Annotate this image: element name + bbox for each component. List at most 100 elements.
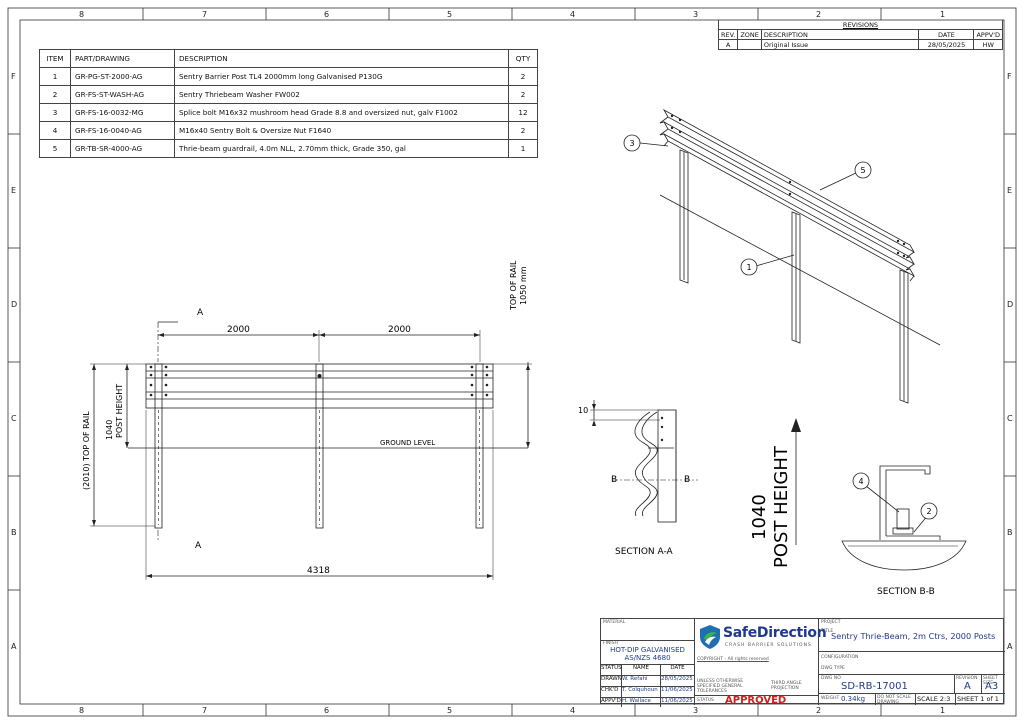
balloon-5: 5 xyxy=(854,161,872,179)
zone-row-f-left: F xyxy=(11,72,16,81)
dwg-no-label: DWG NO xyxy=(821,676,841,681)
rev-header-zone: ZONE xyxy=(737,29,762,40)
approved-stamp: APPROVED xyxy=(725,695,787,706)
balloon-4: 4 xyxy=(852,472,870,490)
section-mark-a-bottom: A xyxy=(195,541,202,551)
dim-post-height-label: POST HEIGHT xyxy=(115,384,124,438)
zone-col-6-top: 6 xyxy=(324,10,330,19)
zone-col-5-top: 5 xyxy=(447,10,453,19)
zone-col-1-top: 1 xyxy=(940,10,946,19)
bom-description: Sentry Thriebeam Washer FW002 xyxy=(174,85,509,104)
title-label: TITLE xyxy=(821,629,834,634)
name-label: NAME xyxy=(622,665,661,675)
zone-col-8-bottom: 8 xyxy=(79,706,85,715)
dwg-type-label: DWG TYPE xyxy=(821,666,845,671)
zone-col-3-bottom: 3 xyxy=(693,706,699,715)
finish-value-1: HOT-DIP GALVANISED xyxy=(610,646,685,654)
rev-header-description: DESCRIPTION xyxy=(760,29,920,40)
rev-value: A xyxy=(717,39,739,50)
revision-value: A xyxy=(964,681,971,692)
dim-post-height-value: 1040 xyxy=(105,420,114,440)
project-label: PROJECT xyxy=(821,620,841,625)
section-aa-view xyxy=(590,400,698,523)
bom-item: 5 xyxy=(39,139,71,158)
isometric-view xyxy=(639,108,941,404)
company-logo: SafeDirection CRASH BARRIER SOLUTIONS xyxy=(699,624,827,654)
revision-row: A Original Issue 28/05/2025 HW xyxy=(717,39,1003,50)
zone-col-8-top: 8 xyxy=(79,10,85,19)
bom-qty: 2 xyxy=(508,121,538,140)
bom-item: 2 xyxy=(39,85,71,104)
bom-item: 1 xyxy=(39,67,71,86)
balloon-2: 2 xyxy=(920,502,938,520)
balloon-3: 3 xyxy=(623,134,641,152)
company-name: SafeDirection xyxy=(723,625,827,641)
appvd-name: H. Wallace xyxy=(622,698,661,707)
bom-description: Sentry Barrier Post TL4 2000mm long Galv… xyxy=(174,67,509,86)
chkd-label: CHK'D xyxy=(601,687,622,697)
zone-row-c-left: C xyxy=(11,414,17,423)
material-label: MATERIAL xyxy=(603,620,626,625)
rev-header-date: DATE xyxy=(918,29,975,40)
bom-row: 3 GR-FS-16-0032-MG Splice bolt M16x32 mu… xyxy=(39,103,538,122)
dwg-number: SD-RB-17001 xyxy=(841,681,908,692)
bom-qty: 12 xyxy=(508,103,538,122)
bom-row: 2 GR-FS-ST-WASH-AG Sentry Thriebeam Wash… xyxy=(39,85,538,104)
rev-header-appvd: APPV'D xyxy=(973,29,1003,40)
zone-row-c-right: C xyxy=(1007,414,1013,423)
zone-col-1-bottom: 1 xyxy=(940,706,946,715)
section-mark-a-top: A xyxy=(197,308,204,318)
zone-row-d-right: D xyxy=(1007,300,1014,309)
rev-header-rev: REV. xyxy=(717,29,739,40)
bom-header-description: DESCRIPTION xyxy=(174,49,509,68)
bom-header-item: ITEM xyxy=(39,49,71,68)
tolerance-note: UNLESS OTHERWISE SPECIFIED GENERAL TOLER… xyxy=(697,679,744,694)
zone-row-a-left: A xyxy=(11,642,17,651)
zone-row-a-right: A xyxy=(1007,642,1013,651)
svg-text:3: 3 xyxy=(629,139,634,148)
bom-part: GR-PG-ST-2000-AG xyxy=(70,67,175,86)
rev-description: Original Issue xyxy=(760,39,920,50)
drawn-label: DRAWN xyxy=(601,676,622,686)
configuration-label: CONFIGURATION xyxy=(821,655,859,660)
rev-appvd: HW xyxy=(973,39,1003,50)
drawn-name: W. Refahi xyxy=(622,676,661,686)
zone-col-4-top: 4 xyxy=(570,10,576,19)
zone-row-f-right: F xyxy=(1007,72,1012,81)
bom-description: Splice bolt M16x32 mushroom head Grade 8… xyxy=(174,103,509,122)
bom-item: 3 xyxy=(39,103,71,122)
zone-row-b-left: B xyxy=(11,528,17,537)
bom-description: M16x40 Sentry Bolt & Oversize Nut F1640 xyxy=(174,121,509,140)
post-height-label: POST HEIGHT xyxy=(771,445,792,568)
zone-col-4-bottom: 4 xyxy=(570,706,576,715)
finish-value-2: AS/NZS 4680 xyxy=(624,654,671,662)
dim-span-right: 2000 xyxy=(388,325,411,335)
balloon-1: 1 xyxy=(740,258,758,276)
ground-level-label: GROUND LEVEL xyxy=(380,439,435,447)
bom-row: 1 GR-PG-ST-2000-AG Sentry Barrier Post T… xyxy=(39,67,538,86)
rail-height-value: 1050 mm xyxy=(519,266,528,305)
zone-col-7-top: 7 xyxy=(202,10,208,19)
dim-span-left: 2000 xyxy=(227,325,250,335)
dim-total: 4318 xyxy=(307,566,330,576)
revision-label: REVISION xyxy=(956,676,978,681)
bill-of-materials: ITEM PART/DRAWING DESCRIPTION QTY 1 GR-P… xyxy=(39,49,538,158)
zone-col-5-bottom: 5 xyxy=(447,706,453,715)
scale-value: SCALE 2:3 xyxy=(917,695,951,703)
zone-col-6-bottom: 6 xyxy=(324,706,330,715)
svg-text:1: 1 xyxy=(746,263,751,272)
section-aa-title: SECTION A-A xyxy=(615,547,674,557)
section-bb-title: SECTION B-B xyxy=(877,587,935,597)
projection-note: THIRD ANGLE PROJECTION xyxy=(771,681,802,691)
weight-value: 0.34kg xyxy=(841,695,866,703)
do-not-scale-note: DO NOT SCALE DRAWING xyxy=(877,695,911,705)
zone-col-7-bottom: 7 xyxy=(202,706,208,715)
appvd-date: 11/06/2025 xyxy=(661,698,693,704)
bom-row: 4 GR-FS-16-0040-AG M16x40 Sentry Bolt & … xyxy=(39,121,538,140)
zone-row-b-right: B xyxy=(1007,528,1013,537)
bom-part: GR-TB-SR-4000-AG xyxy=(70,139,175,158)
status-label: STATUS xyxy=(601,665,622,675)
rail-height-label: TOP OF RAIL xyxy=(509,260,518,311)
drawing-title: Sentry Thrie-Beam, 2m Ctrs, 2000 Posts xyxy=(831,631,996,641)
sheet-size-value: A3 xyxy=(985,681,999,692)
